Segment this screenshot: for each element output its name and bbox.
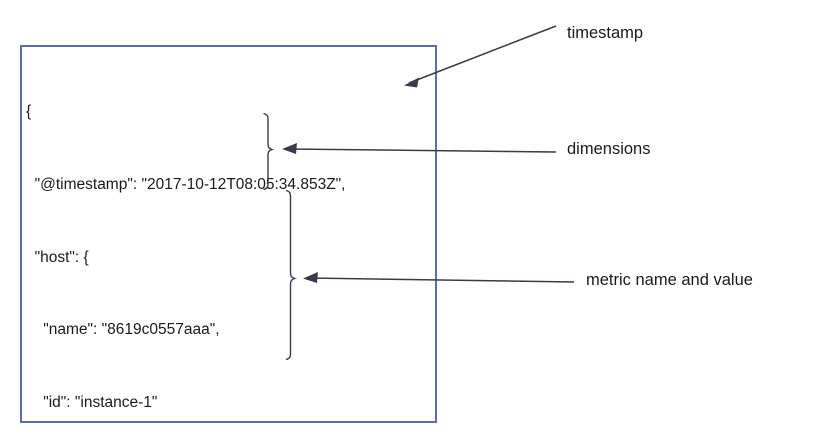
code-line-host-id: "id": "instance-1" [26, 393, 158, 411]
annotation-label-timestamp: timestamp [567, 24, 644, 42]
code-line-host-name: "name": "8619c0557aaa", [26, 321, 220, 339]
annotation-label-metric-name-and-value: metric name and value [586, 271, 753, 289]
annotation-label-dimensions: dimensions [567, 140, 651, 158]
code-line-open-brace: { [26, 103, 32, 121]
code-line-timestamp: "@timestamp": "2017-10-12T08:05:34.853Z"… [26, 176, 346, 193]
json-code-block: { "@timestamp": "2017-10-12T08:05:34.853… [26, 52, 426, 437]
code-line-host-open: "host": { [26, 248, 89, 266]
json-document-box [20, 45, 437, 423]
